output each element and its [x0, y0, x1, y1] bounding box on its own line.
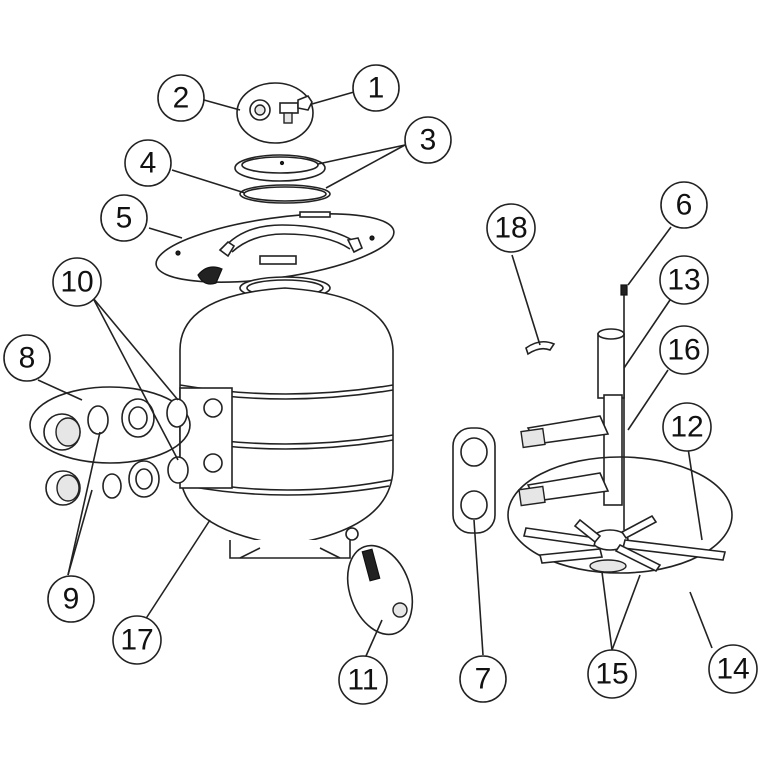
callout-18: 18 [486, 203, 536, 253]
callout-label-17: 17 [120, 624, 153, 657]
callout-label-6: 6 [676, 189, 693, 222]
callout-3: 3 [404, 116, 452, 164]
callout-16: 16 [659, 325, 709, 375]
callout-2: 2 [157, 74, 205, 122]
callout-5: 5 [100, 194, 148, 242]
callout-label-8: 8 [19, 342, 36, 375]
callout-label-13: 13 [667, 264, 700, 297]
callout-1: 1 [352, 64, 400, 112]
callout-7: 7 [459, 655, 507, 703]
callout-label-18: 18 [494, 212, 527, 245]
callout-label-14: 14 [716, 653, 749, 686]
callout-label-2: 2 [173, 82, 190, 115]
callout-10: 10 [52, 257, 102, 307]
callout-label-12: 12 [670, 411, 703, 444]
double-gasket [452, 427, 496, 534]
clamp-plate [155, 211, 395, 285]
leader-lines [37, 91, 713, 657]
callout-label-7: 7 [475, 663, 492, 696]
callout-8: 8 [3, 334, 51, 382]
callout-6: 6 [660, 181, 708, 229]
callout-12: 12 [662, 402, 712, 452]
callout-label-4: 4 [140, 147, 157, 180]
callout-label-3: 3 [420, 124, 437, 157]
callout-14: 14 [708, 644, 758, 694]
drain-plug [346, 544, 414, 636]
callout-15: 15 [587, 649, 637, 699]
callout-17: 17 [112, 615, 162, 665]
callout-label-5: 5 [116, 202, 133, 235]
union-connectors [29, 386, 191, 506]
callout-4: 4 [124, 139, 172, 187]
o-ring [239, 184, 331, 204]
callout-9: 9 [47, 575, 95, 623]
clip [525, 340, 556, 356]
callout-11: 11 [338, 655, 388, 705]
callout-label-15: 15 [595, 658, 628, 691]
callout-label-11: 11 [347, 664, 378, 697]
callout-label-1: 1 [368, 72, 385, 105]
valve-handle-group [236, 82, 314, 144]
filter-tank [179, 276, 394, 559]
lid [234, 154, 326, 182]
lateral-assembly [507, 284, 733, 574]
callout-label-10: 10 [60, 266, 93, 299]
callout-13: 13 [659, 255, 709, 305]
callout-label-16: 16 [667, 334, 700, 367]
callout-label-9: 9 [63, 583, 80, 616]
